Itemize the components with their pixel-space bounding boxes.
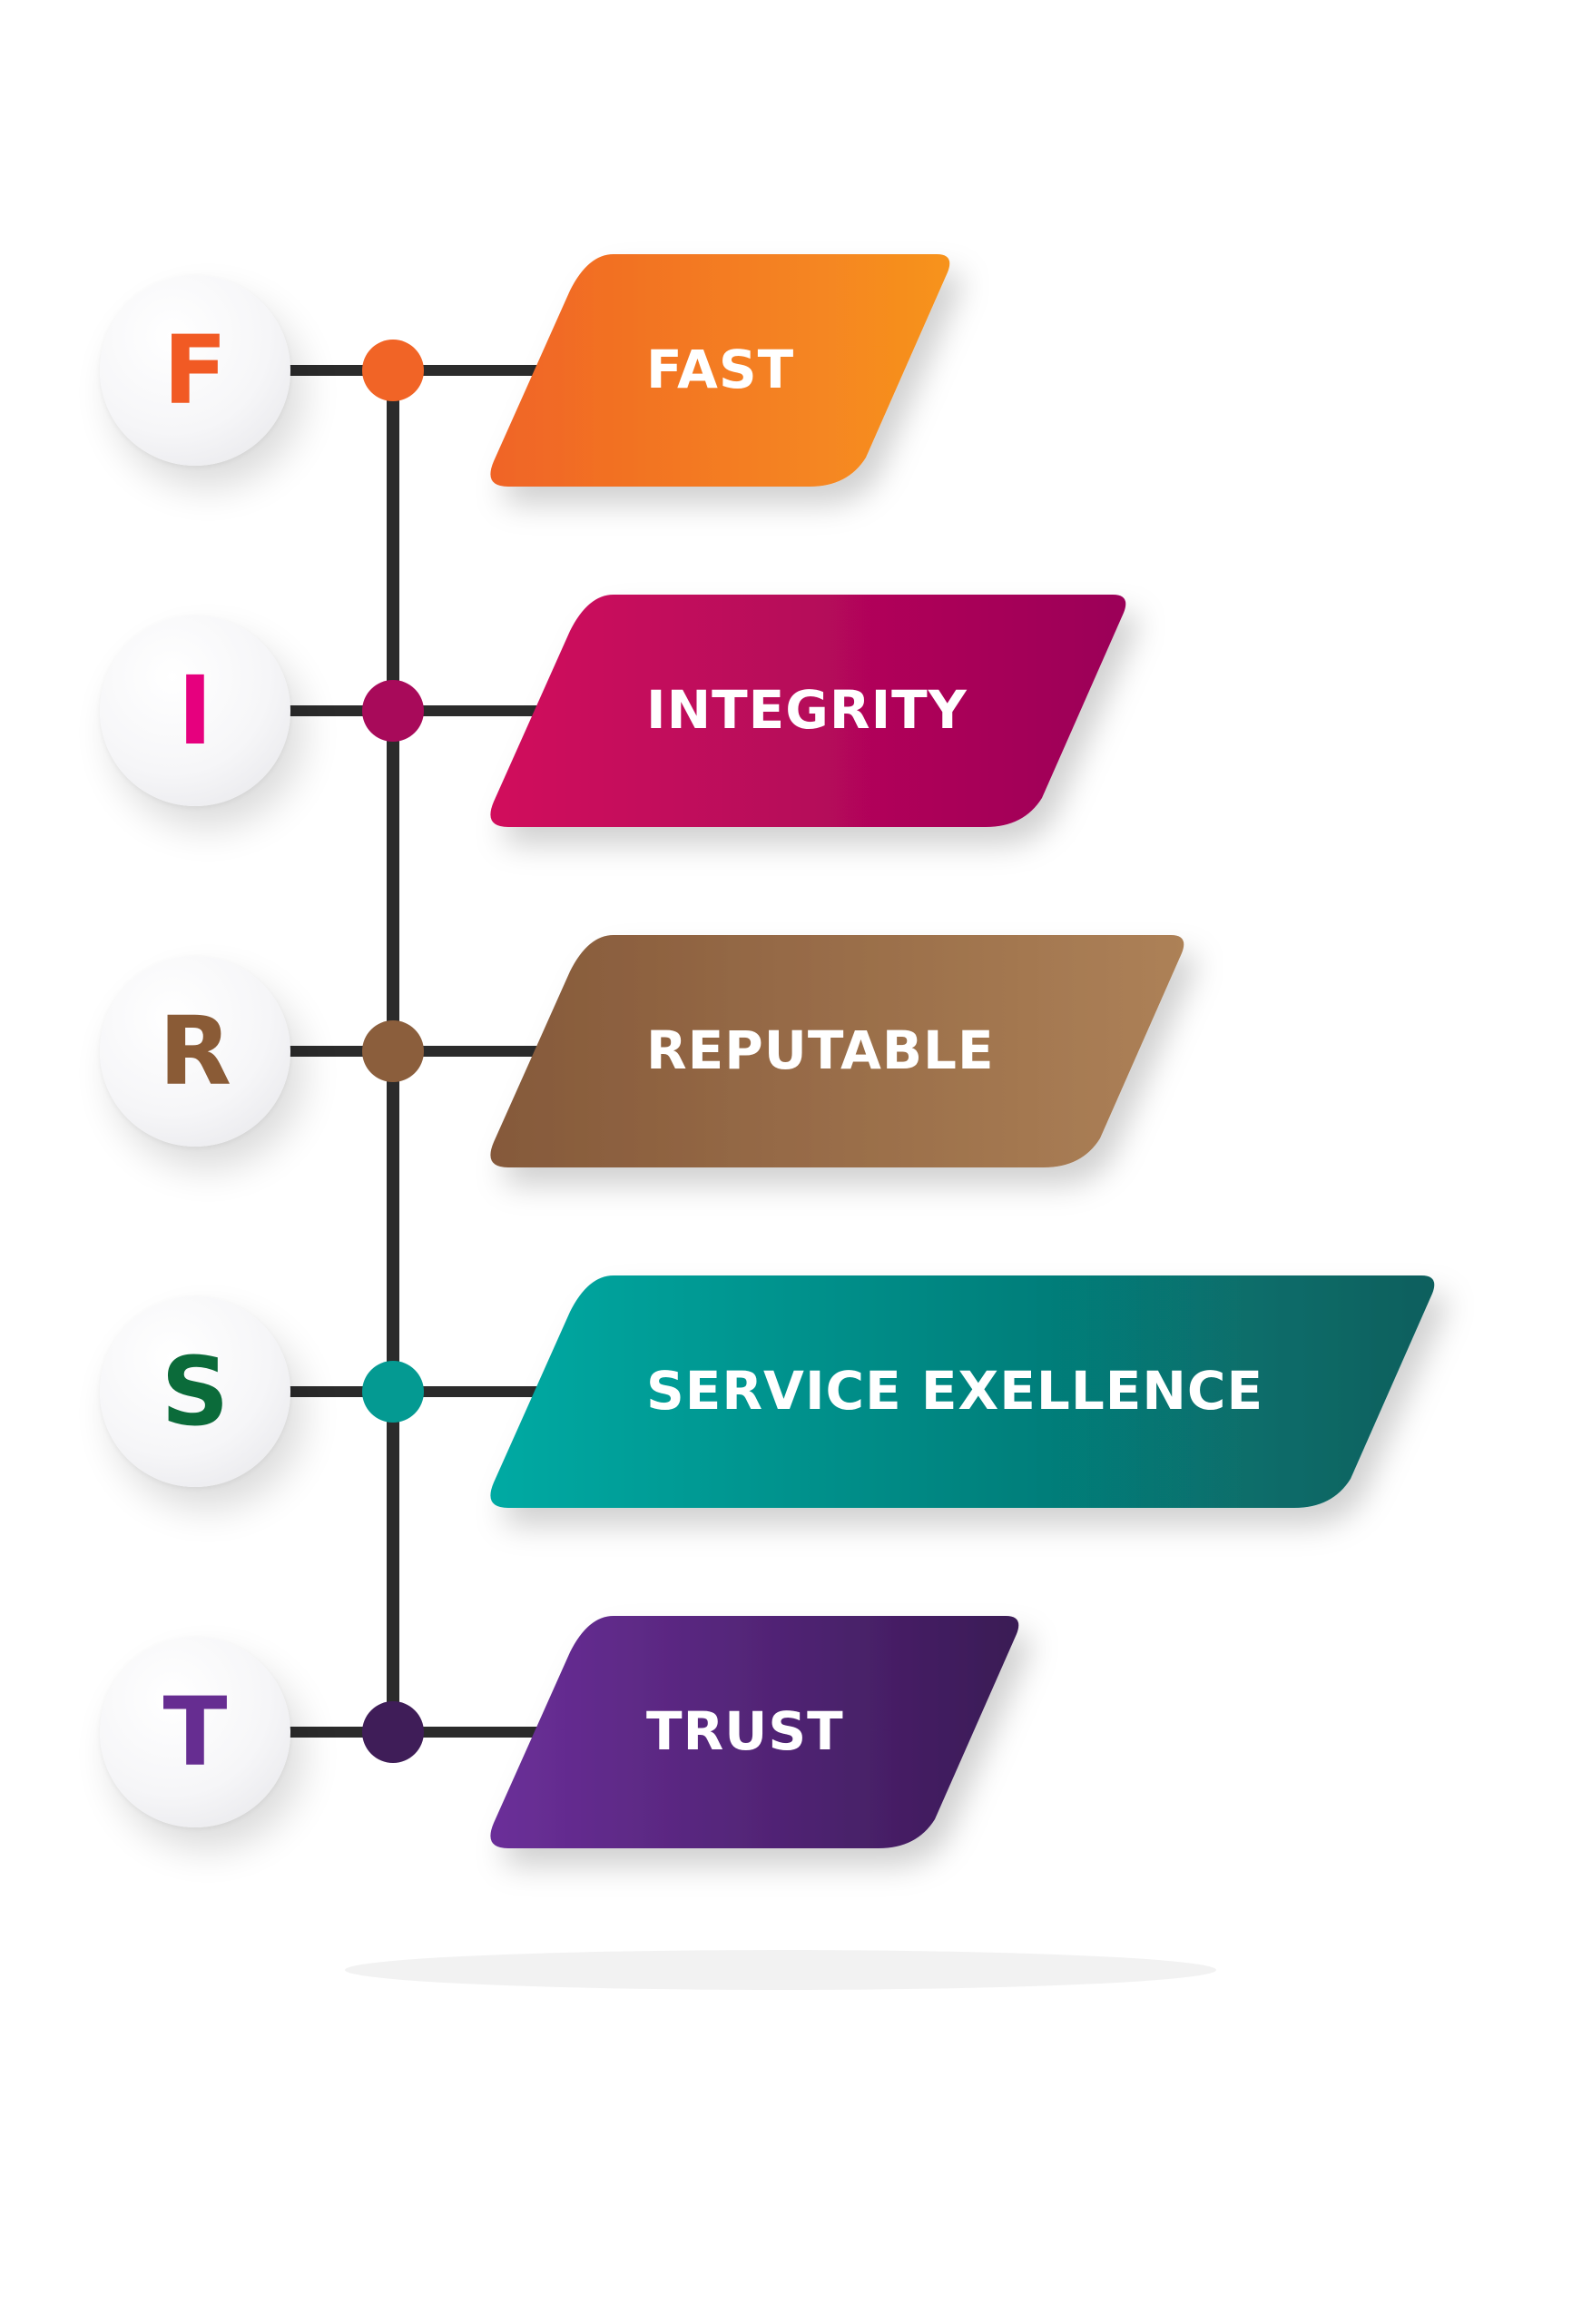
letter-s: S: [161, 1336, 230, 1447]
node-fast: [362, 340, 424, 401]
banner-shapes: [490, 254, 1435, 1848]
banner-integrity: [490, 595, 1126, 827]
node-reputable: [362, 1020, 424, 1082]
label-integrity: INTEGRITY: [646, 679, 968, 741]
banner-service-exellence: [490, 1275, 1435, 1508]
label-fast: FAST: [646, 339, 795, 400]
letter-t: T: [162, 1677, 228, 1787]
letter-circle-r: R: [100, 956, 290, 1147]
connector-nodes: [362, 340, 424, 1763]
floor-shadow: [345, 1950, 1216, 1990]
letter-r: R: [158, 996, 232, 1107]
letter-circle-t: T: [100, 1637, 290, 1827]
label-trust: TRUST: [646, 1700, 844, 1762]
node-integrity: [362, 680, 424, 742]
banner-trust: [490, 1616, 1019, 1848]
letter-circle-i: I: [100, 615, 290, 806]
letter-circle-s: S: [100, 1296, 290, 1487]
banner-fast: [490, 254, 950, 487]
banner-reputable: [490, 935, 1184, 1167]
letter-circle-f: F: [100, 275, 290, 466]
node-service-exellence: [362, 1361, 424, 1423]
node-trust: [362, 1701, 424, 1763]
label-service-exellence: SERVICE EXELLENCE: [646, 1360, 1264, 1422]
letter-f: F: [162, 315, 228, 426]
letter-i: I: [177, 655, 213, 766]
label-reputable: REPUTABLE: [646, 1019, 995, 1081]
